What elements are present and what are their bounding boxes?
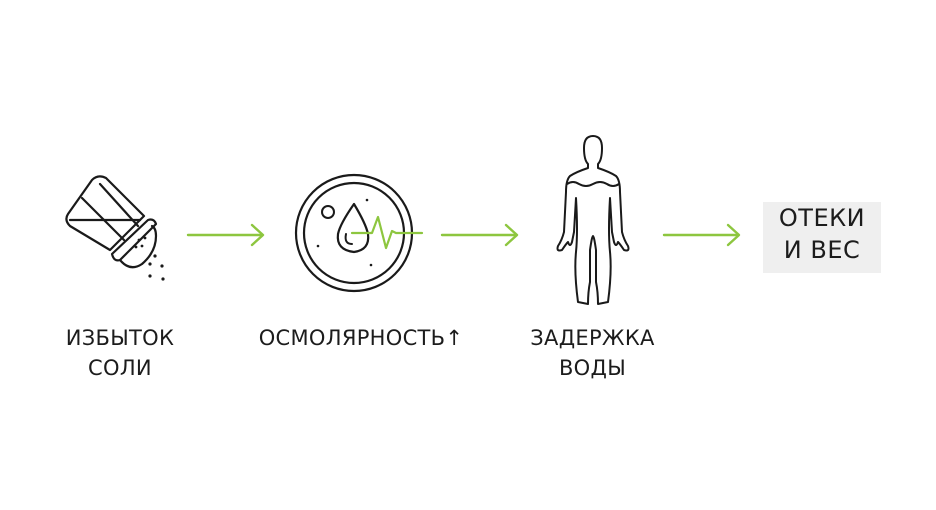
salt-shaker-icon — [52, 168, 172, 298]
step-label-line: ЗАДЕРЖКА — [530, 326, 655, 350]
human-body-water-icon — [548, 132, 638, 310]
step-label-line: ВОДЫ — [558, 356, 627, 380]
step-label-line: СОЛИ — [88, 356, 152, 380]
result-line-2: И ВЕС — [783, 236, 861, 264]
arrow-right-icon — [186, 222, 266, 248]
arrow-right-icon — [662, 222, 742, 248]
step-label-osmolarity: ОСМОЛЯРНОСТЬ↑ — [236, 323, 486, 353]
step-label-water: ЗАДЕРЖКА ВОДЫ — [510, 323, 675, 383]
result-box: ОТЕКИ И ВЕС — [763, 202, 881, 273]
step-label-salt: ИЗБЫТОК СОЛИ — [40, 323, 200, 383]
result-line-1: ОТЕКИ — [778, 204, 866, 232]
arrow-right-icon — [440, 222, 520, 248]
osmolarity-cell-icon — [294, 168, 424, 298]
step-label-line: ОСМОЛЯРНОСТЬ↑ — [258, 326, 464, 350]
step-label-line: ИЗБЫТОК — [65, 326, 175, 350]
